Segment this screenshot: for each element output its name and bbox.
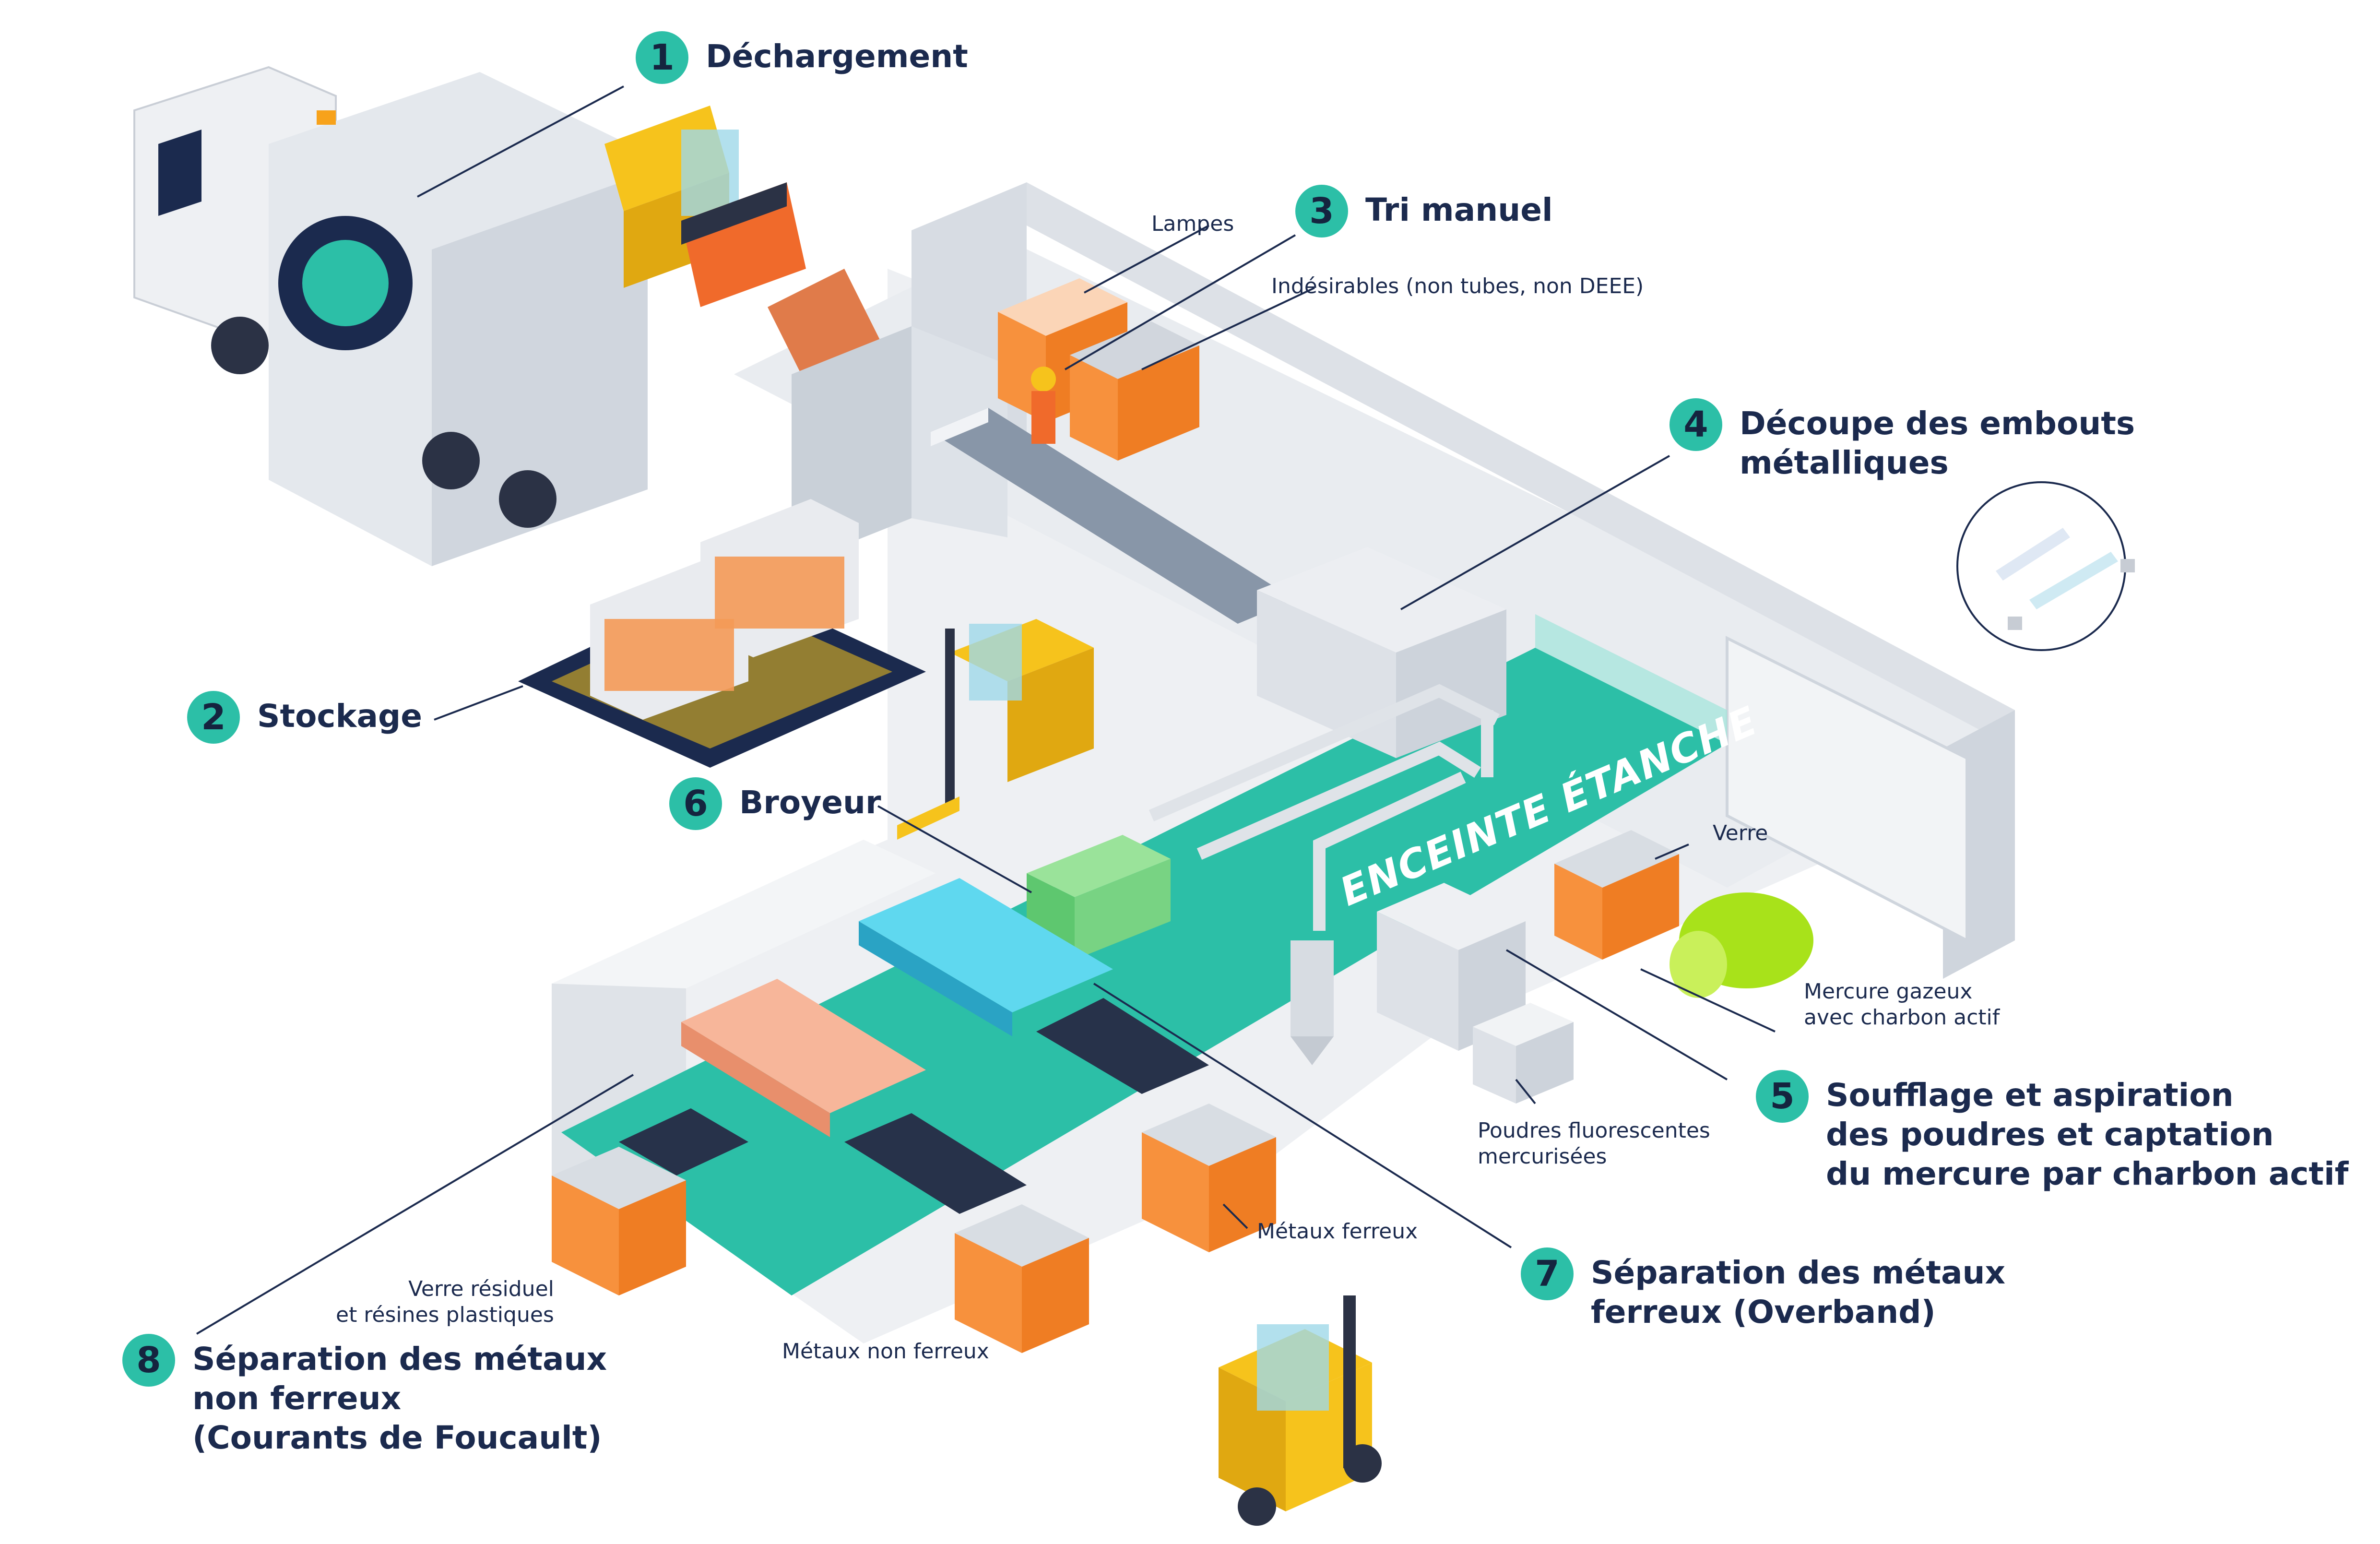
step-4-label: 4 Découpe des embouts métalliques [1670,398,2135,483]
label-metaux-ferreux: Métaux ferreux [1257,1219,1418,1244]
step-7-number: 7 [1521,1247,1574,1300]
step-5-label: 5 Soufflage et aspiration des poudres et… [1756,1070,2348,1194]
step-2-title: Stockage [257,698,422,735]
step-8-label: 8 Séparation des métaux non ferreux (Cou… [122,1334,607,1458]
output-conveyors [619,998,1209,1214]
step-1-number: 1 [636,31,688,84]
step-8-number: 8 [122,1334,175,1387]
step-1-label: 1 Déchargement [636,31,968,84]
forklift-unloading [604,106,806,307]
label-indesirables: Indésirables (non tubes, non DEEE) [1271,274,1644,298]
bin-ferrous [1142,1104,1276,1252]
step-2-number: 2 [187,691,240,744]
label-verre-residuel: Verre résiduel et résines plastiques [336,1277,554,1327]
eddy-current-separator [681,979,926,1137]
label-poudres: Poudres fluorescentes mercurisées [1478,1118,1710,1169]
bin-glass [1554,830,1679,960]
powder-box [1473,1003,1574,1104]
shredder [1027,835,1171,960]
left-wall-top [552,840,935,988]
step-6-label: 6 Broyeur [669,777,881,830]
step-6-number: 6 [669,777,722,830]
step-4-number: 4 [1670,398,1722,451]
sealed-enclosure-floor [561,648,1727,1295]
label-lampes: Lampes [1151,212,1234,236]
step-4-title: Découpe des embouts métalliques [1740,405,2135,481]
step-1-title: Déchargement [706,38,968,75]
bin-undesirables [1070,321,1199,461]
step-3-title: Tri manuel [1365,191,1553,228]
sealed-enclosure-wall [1535,614,1727,744]
mercury-tank [1670,892,1813,998]
step-7-title: Séparation des métaux ferreux (Overband) [1591,1254,2006,1330]
right-wall [1027,182,2015,748]
worker [1031,367,1056,444]
forklift-front [1219,1295,1382,1526]
filter-unit [1377,883,1526,1051]
step-7-label: 7 Séparation des métaux ferreux (Overban… [1521,1247,2005,1332]
forklift-middle [897,619,1094,840]
step-2-label: 2 Stockage [187,691,422,744]
roller-conveyor [931,408,1295,624]
silo [1291,940,1334,1065]
step-5-title: Soufflage et aspiration des poudres et c… [1826,1077,2349,1192]
label-mercure: Mercure gazeux avec charbon actif [1804,979,2000,1030]
step-5-number: 5 [1756,1070,1809,1123]
leader-lines [196,85,1776,1335]
right-wall-face-2 [1726,636,1968,943]
label-metaux-non-ferreux: Métaux non ferreux [782,1339,989,1364]
step-3-label: 3 Tri manuel [1295,185,1553,238]
step-6-title: Broyeur [739,784,881,821]
bin-residual-glass [552,1147,686,1295]
bin-non-ferrous [955,1204,1089,1353]
truck [133,66,648,566]
label-verre: Verre [1713,821,1768,845]
step-8-title: Séparation des métaux non ferreux (Coura… [192,1341,607,1456]
storage-area [518,499,926,768]
cutting-machine [1257,547,1506,758]
tube-cut-detail [1956,481,2135,651]
pipes [1149,684,1500,931]
step-3-number: 3 [1295,185,1348,238]
overband-conveyor [859,878,1113,1036]
